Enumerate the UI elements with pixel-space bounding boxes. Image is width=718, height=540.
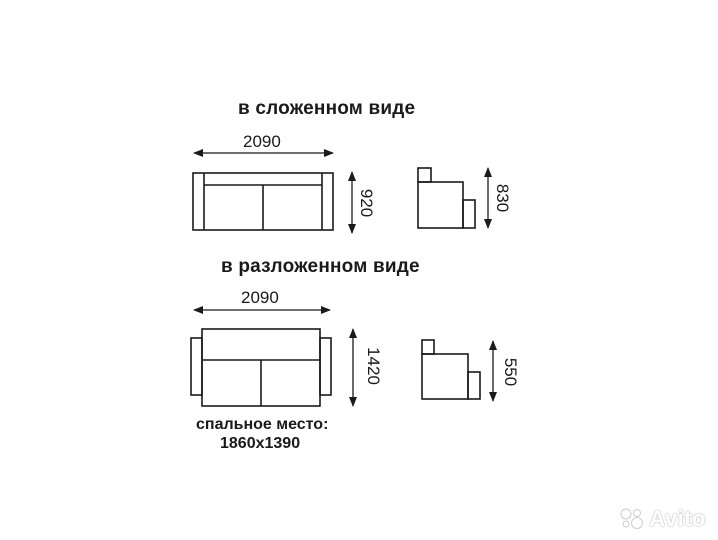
unfolded-height-label: 550 [501,357,521,387]
folded-heading: в сложенном виде [238,98,416,119]
berth-label: спальное место: [196,416,329,433]
unfolded-heading: в разложенном виде [221,256,420,277]
folded-height-label: 830 [493,183,513,213]
avito-dots-icon [620,508,644,529]
folded-sofa-side-view [417,167,476,229]
folded-sofa-top-view [192,172,334,231]
folded-width-label: 2090 [243,132,281,151]
avito-watermark: Avito [618,506,706,532]
avito-watermark-text: Avito [649,506,706,531]
unfolded-depth-label: 1420 [363,347,383,385]
unfolded-sofa-side-view [421,339,481,400]
unfolded-width-label: 2090 [241,288,279,307]
unfolded-sofa-top-view [190,328,332,407]
berth-size: 1860x1390 [220,435,301,452]
folded-depth-label: 920 [357,188,377,218]
